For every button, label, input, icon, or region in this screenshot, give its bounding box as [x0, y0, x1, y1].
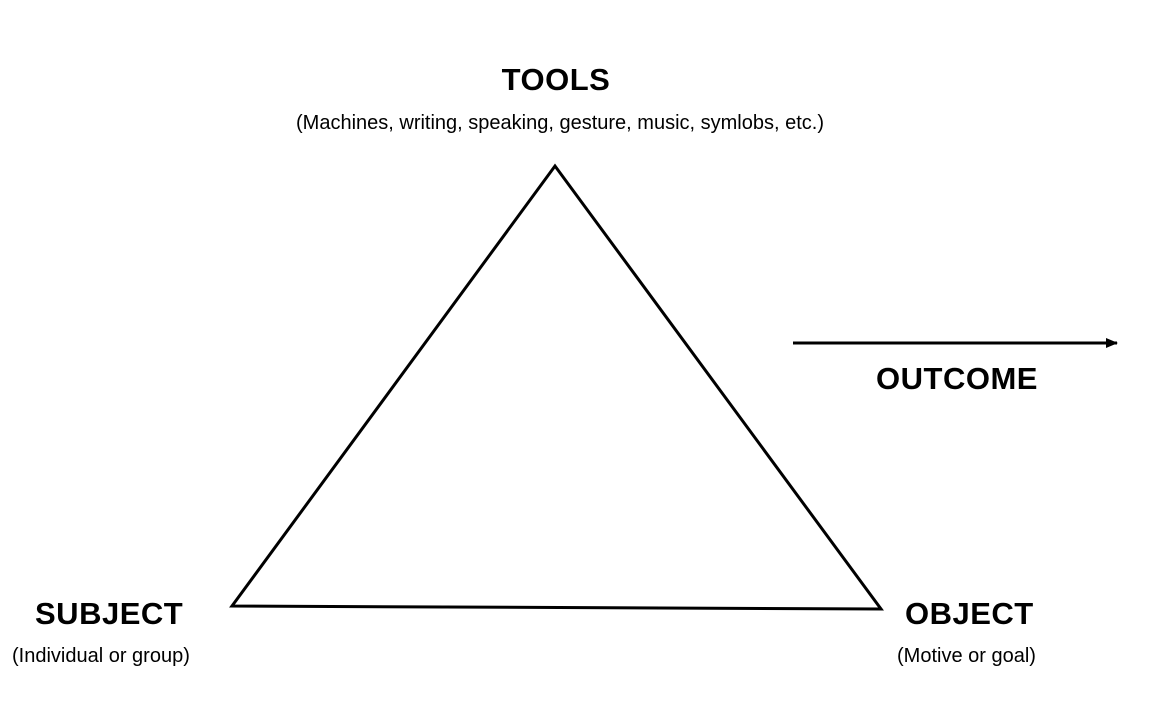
outcome-label: OUTCOME [876, 361, 1038, 396]
subject-description: (Individual or group) [12, 645, 190, 667]
triangle-shape [229, 163, 884, 611]
object-label: OBJECT [905, 596, 1034, 631]
tools-label: TOOLS [501, 62, 611, 97]
subject-label: SUBJECT [35, 596, 184, 631]
object-description: (Motive or goal) [897, 645, 1036, 667]
tools-description: (Machines, writing, speaking, gesture, m… [296, 112, 824, 134]
